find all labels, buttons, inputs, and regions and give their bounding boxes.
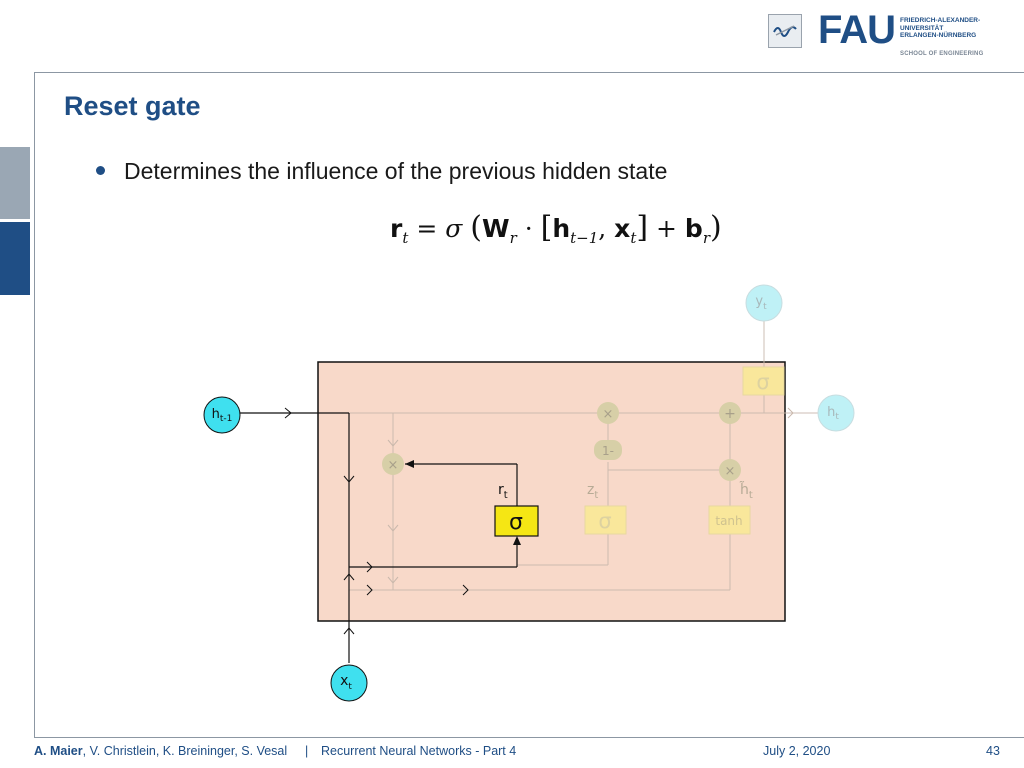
candidate-gate-box (708, 505, 751, 535)
mult-icon: × (725, 464, 736, 479)
output-gate-box (742, 366, 785, 396)
wave-logo-icon (773, 25, 797, 37)
reset-gate-formula: rt = σ (Wr · [ht−1, xt] + br) (390, 210, 722, 247)
formula-dot: · (524, 214, 533, 243)
one-minus-label: 1- (602, 444, 614, 458)
school-name: SCHOOL OF ENGINEERING (900, 51, 984, 57)
candidate-mult-node (719, 459, 741, 481)
gates: σ σ tanh σ (494, 366, 785, 537)
one-minus-node (594, 440, 622, 460)
chevron-right-icon (284, 407, 292, 419)
chevron-down-icon (387, 439, 399, 447)
footer-lead-author: A. Maier (34, 744, 83, 758)
footer-separator: | (305, 744, 309, 758)
lme-logo (768, 14, 802, 48)
formula-comma: , (598, 214, 607, 243)
candidate-label: h̃t (739, 481, 752, 501)
tanh-label: tanh (715, 514, 742, 528)
reset-gate-box (494, 505, 539, 537)
footer-date: July 2, 2020 (763, 744, 831, 758)
chevron-right-icon (462, 584, 469, 596)
gate-labels: rt zt h̃t (498, 481, 753, 501)
bullet-icon (96, 166, 105, 175)
formula-bias: b (684, 214, 703, 243)
gru-cell-box (317, 361, 786, 622)
formula-x: x (614, 214, 631, 243)
add-node (719, 402, 741, 424)
university-line: FRIEDRICH-ALEXANDER- (900, 17, 981, 24)
university-line: UNIVERSITÄT (900, 24, 944, 32)
output-y-node (745, 284, 783, 322)
chevron-down-icon (343, 475, 355, 483)
footer-coauthors: , V. Christlein, K. Breininger, S. Vesal (82, 744, 288, 758)
mult-icon: × (603, 407, 614, 422)
output-y-label: yt (755, 294, 767, 312)
add-icon: + (724, 406, 736, 422)
mult-icon: × (388, 458, 399, 473)
side-tab-light (0, 147, 30, 219)
sigma-icon: σ (509, 510, 523, 535)
footer-lecture: Recurrent Neural Networks - Part 4 (321, 744, 517, 758)
formula-equals: = (416, 214, 438, 243)
chevron-down-icon (387, 524, 399, 532)
fau-logo-text: FAU (818, 8, 896, 52)
chevron-up-icon (343, 627, 355, 635)
sigma-icon: σ (598, 509, 611, 533)
input-x-label: xt (340, 673, 352, 692)
footer-page-number: 43 (986, 744, 1000, 758)
input-x-node (330, 664, 368, 702)
input-h-node (203, 396, 241, 434)
university-name: FRIEDRICH-ALEXANDER- UNIVERSITÄT ERLANGE… (900, 17, 980, 40)
formula-x-sub: t (630, 229, 637, 247)
left-divider (34, 72, 35, 737)
reset-gate-label: rt (498, 482, 508, 501)
op-nodes: × × + × 1- (382, 402, 741, 481)
chevron-up-icon (343, 573, 355, 581)
arrow-left-icon (405, 460, 414, 468)
faded-chevrons (387, 407, 794, 584)
formula-weight: W (481, 214, 510, 243)
sigma-icon: σ (756, 370, 769, 394)
input-h-label: ht-1 (212, 407, 233, 424)
output-h-node (817, 394, 855, 432)
active-connections (236, 412, 518, 663)
update-mult-node (597, 402, 619, 424)
reset-mult-node (382, 453, 404, 475)
formula-weight-sub: r (509, 229, 517, 247)
formula-plus: + (656, 214, 677, 243)
slide-title: Reset gate (64, 91, 201, 121)
chevron-right-icon (366, 584, 373, 596)
output-h-label: ht (827, 405, 839, 422)
side-tab-active (0, 222, 30, 295)
formula-lhs-sub: t (402, 229, 409, 247)
chevron-down-icon (387, 576, 399, 584)
header-divider (34, 72, 1024, 73)
bullet-text: Determines the influence of the previous… (124, 158, 668, 184)
update-gate-box (584, 505, 627, 535)
formula-h-sub: t−1 (570, 229, 599, 247)
formula-lhs: r (390, 214, 403, 243)
chevron-right-icon (787, 407, 794, 419)
formula-h: h (552, 214, 571, 243)
chevron-right-icon (366, 561, 373, 573)
arrow-heads (405, 460, 521, 545)
university-line: ERLANGEN-NÜRNBERG (900, 32, 977, 39)
footer-divider (34, 737, 1024, 738)
footer-authors: A. Maier, V. Christlein, K. Breininger, … (34, 744, 287, 758)
chevron-markers (284, 407, 469, 635)
io-nodes: ht-1 xt ht yt (203, 284, 855, 702)
formula-bias-sub: r (702, 229, 710, 247)
arrow-up-icon (513, 536, 521, 545)
update-gate-label: zt (587, 482, 598, 501)
formula-sigma: σ (445, 214, 463, 243)
